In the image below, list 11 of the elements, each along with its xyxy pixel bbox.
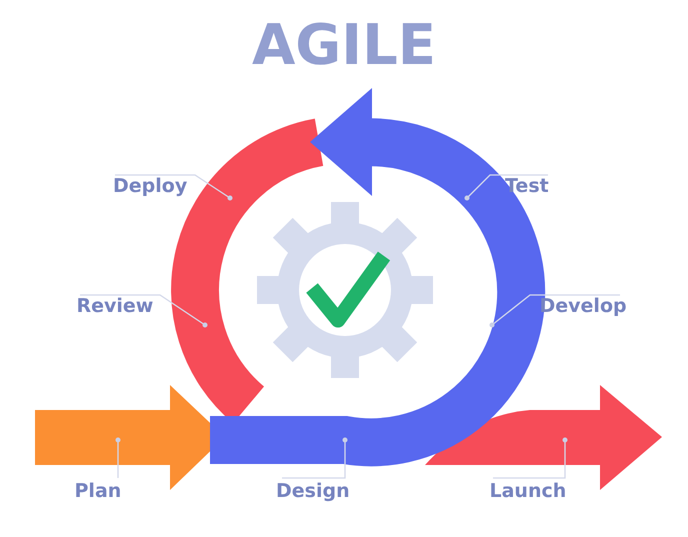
leader-line xyxy=(493,438,568,479)
step-label: Plan xyxy=(74,480,122,502)
title: AGILE xyxy=(250,14,438,78)
step-label: Launch xyxy=(490,480,566,502)
step-label: Deploy xyxy=(113,175,188,197)
leader-line xyxy=(115,174,232,200)
leader-line xyxy=(282,438,348,479)
leader-line xyxy=(116,438,120,478)
step-label: Review xyxy=(76,295,154,317)
leader-line xyxy=(80,294,208,328)
step-label: Design xyxy=(276,480,350,502)
